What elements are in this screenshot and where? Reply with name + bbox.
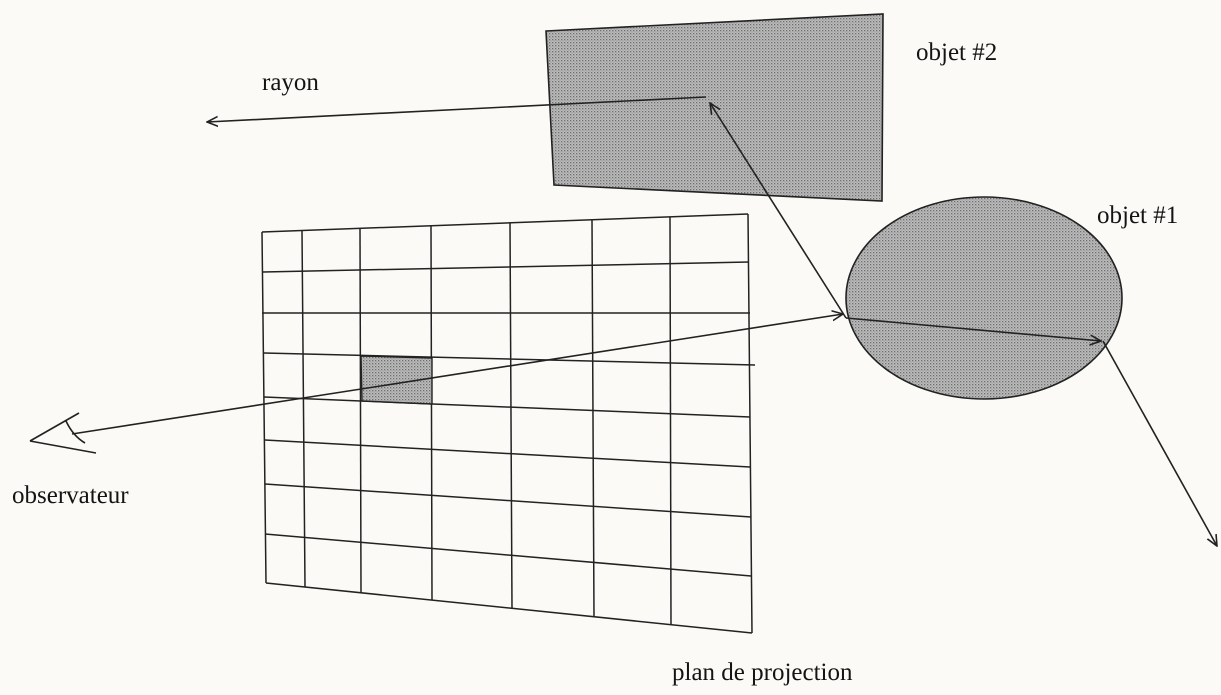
ray-through-object1 — [845, 317, 1101, 341]
label-object-2: objet #2 — [916, 39, 998, 66]
label-observer: observateur — [12, 482, 129, 509]
ray-object2-outgoing — [207, 96, 707, 122]
label-projection-plane: plan de projection — [672, 659, 853, 686]
object-2-shape — [545, 13, 884, 202]
ray-object1-to-object2 — [710, 103, 847, 319]
primary-ray — [71, 314, 843, 435]
projection-plane-grid — [261, 213, 756, 634]
eye-icon — [29, 412, 97, 454]
label-rayon: rayon — [262, 69, 319, 96]
object-1-shape — [845, 196, 1123, 400]
projection-pixel — [360, 355, 433, 405]
label-object-1: objet #1 — [1097, 202, 1179, 229]
ray-object1-outgoing — [1102, 340, 1217, 546]
